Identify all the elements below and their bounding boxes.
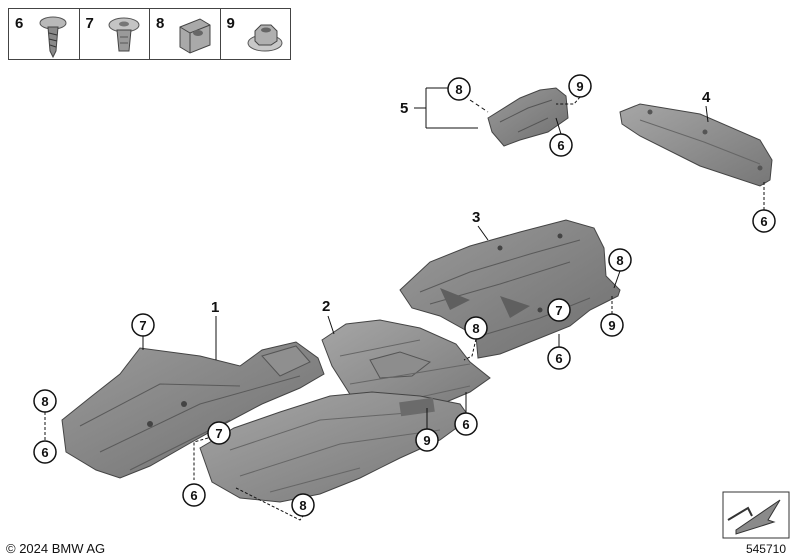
callout-9: 9 (576, 79, 583, 94)
part-label-1: 1 (211, 299, 219, 316)
callout-9: 9 (608, 318, 615, 333)
legend-number: 6 (15, 15, 24, 32)
part-label-2: 2 (322, 298, 330, 315)
callout-7: 7 (555, 303, 562, 318)
leader-line (477, 225, 489, 241)
callout-9: 9 (423, 433, 430, 448)
callout-6: 6 (557, 138, 564, 153)
callout-7: 7 (215, 426, 222, 441)
copyright-text: © 2024 BMW AG (6, 541, 106, 556)
leader-line (414, 87, 478, 129)
callout-6: 6 (462, 417, 469, 432)
legend-cell-9[interactable]: 9 (221, 9, 291, 59)
callout-8: 8 (299, 498, 306, 513)
screw-icon (39, 16, 67, 59)
part-1-shield[interactable] (61, 341, 325, 479)
part-4-shield[interactable] (619, 103, 773, 187)
legend-number: 7 (85, 15, 94, 32)
callout-circle[interactable] (182, 483, 206, 507)
legend-number: 8 (156, 15, 165, 32)
legend-cell-6[interactable]: 6 (9, 9, 80, 59)
fastener-legend: 6 7 8 9 (8, 8, 291, 60)
legend-number: 9 (226, 15, 235, 32)
diagram-id: 545710 (745, 542, 786, 556)
leader-line (469, 99, 489, 113)
callout-group: 8 9 6 6 8 9 7 6 8 6 9 7 (33, 74, 776, 521)
callout-6: 6 (760, 214, 767, 229)
callout-circle[interactable] (207, 421, 231, 445)
view-direction-icon (722, 491, 790, 539)
leader-line (705, 105, 709, 123)
callout-circle[interactable] (447, 77, 471, 101)
clip-nut-icon (179, 18, 211, 54)
part-5-shield[interactable] (487, 87, 569, 147)
callout-circle[interactable] (547, 298, 571, 322)
part-label-4: 4 (702, 89, 711, 106)
callout-6: 6 (190, 488, 197, 503)
legend-cell-8[interactable]: 8 (150, 9, 221, 59)
callout-8: 8 (455, 82, 462, 97)
part-2-front-extension[interactable] (199, 391, 471, 503)
callout-6: 6 (41, 445, 48, 460)
hex-collar-nut-icon (247, 24, 282, 52)
part-label-5: 5 (400, 100, 408, 117)
part-label-3: 3 (472, 209, 480, 226)
callout-8: 8 (41, 394, 48, 409)
callout-7: 7 (139, 318, 146, 333)
callout-8: 8 (472, 321, 479, 336)
leader-line (327, 315, 335, 335)
expanding-rivet-icon (108, 17, 139, 52)
legend-cell-7[interactable]: 7 (80, 9, 150, 59)
callout-8: 8 (616, 253, 623, 268)
callout-6: 6 (555, 351, 562, 366)
callout-circle[interactable] (33, 440, 57, 464)
